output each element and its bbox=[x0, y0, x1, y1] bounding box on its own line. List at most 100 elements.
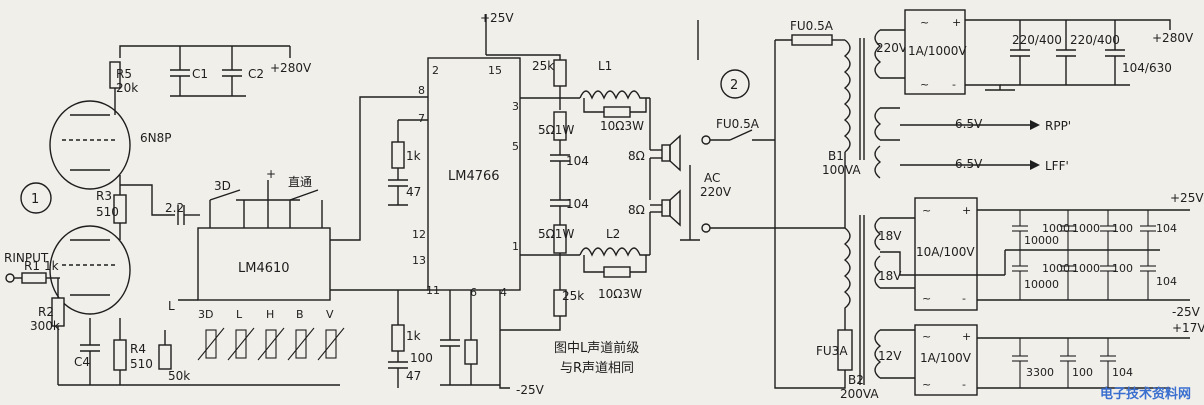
c104-top: 104 bbox=[566, 154, 589, 168]
bridge1-tilde-bot: ~ bbox=[920, 78, 929, 91]
cap-104-630: 104/630 bbox=[1122, 61, 1172, 75]
c1-label: C1 bbox=[192, 67, 208, 81]
r10q3w-bottom: 10Ω3W bbox=[598, 287, 642, 301]
bridge1-plus: + bbox=[952, 16, 961, 29]
bridge3-minus: - bbox=[962, 378, 966, 391]
lm4766-label: LM4766 bbox=[448, 169, 500, 184]
r25k-bottom: 25k bbox=[562, 289, 584, 303]
r1k-top: 1k bbox=[406, 149, 421, 163]
c1000-c: 1000 bbox=[1042, 262, 1070, 275]
fuse-3a-label: FU3A bbox=[816, 344, 848, 358]
r5-label: R5 bbox=[116, 67, 132, 81]
c2-label: C2 bbox=[248, 67, 264, 81]
knob-3d: 3D bbox=[198, 308, 213, 321]
r2-label: R2 bbox=[38, 305, 54, 319]
b1-va: 100VA bbox=[822, 163, 861, 177]
pin-6: 6 bbox=[470, 286, 477, 299]
l2-label: L2 bbox=[606, 227, 620, 241]
b2-label: B2 bbox=[848, 373, 864, 387]
r25k-top: 25k bbox=[532, 59, 554, 73]
bridge2-plus: + bbox=[962, 204, 971, 217]
c100-a: 100 bbox=[1112, 222, 1133, 235]
r5q1w-top: 5Ω1W bbox=[538, 123, 574, 137]
bridge1-minus: - bbox=[952, 78, 956, 91]
bridge3-tilde-top: ~ bbox=[922, 330, 931, 343]
c4-label: C4 bbox=[74, 355, 90, 369]
pin-2: 2 bbox=[432, 64, 439, 77]
knob-h: H bbox=[266, 308, 274, 321]
pin-3: 3 bbox=[512, 100, 519, 113]
c47-bottom: 47 bbox=[406, 369, 421, 383]
r4-label: R4 bbox=[130, 342, 146, 356]
c104-bottom: 104 bbox=[566, 197, 589, 211]
b2-12v: 12V bbox=[878, 349, 902, 363]
spk-ohm-top: 8Ω bbox=[628, 149, 645, 163]
knob-v: V bbox=[326, 308, 334, 321]
c47-top: 47 bbox=[406, 185, 421, 199]
ac-voltage: 220V bbox=[700, 185, 732, 199]
r3-label: R3 bbox=[96, 189, 112, 203]
watermark-text: 电子技术资料网 bbox=[1100, 386, 1191, 402]
heater-65-b: 6.5V bbox=[955, 157, 983, 171]
lm4610-label: LM4610 bbox=[238, 261, 290, 276]
pin-1: 1 bbox=[512, 240, 519, 253]
zhitong-label: 直通 bbox=[288, 175, 312, 189]
heater-rpp: RPP' bbox=[1045, 119, 1071, 133]
bridge2-rating: 10A/100V bbox=[916, 245, 975, 259]
r2-value: 300k bbox=[30, 319, 60, 333]
pin-7: 7 bbox=[418, 112, 425, 125]
speaker-top-icon bbox=[661, 144, 671, 162]
lm4610-l-label: L bbox=[168, 299, 175, 313]
c10000-a: 10000 bbox=[1024, 234, 1059, 247]
pin-15: 15 bbox=[488, 64, 502, 77]
r5q1w-bottom: 5Ω1W bbox=[538, 227, 574, 241]
rail-label-m25-bottom: -25V bbox=[516, 383, 545, 397]
c1000-a: 1000 bbox=[1042, 222, 1070, 235]
c104-psu-a: 104 bbox=[1156, 222, 1177, 235]
r1-value: 1k bbox=[44, 259, 59, 273]
fuse-05-left-label: FU0.5A bbox=[716, 117, 760, 131]
r50k-value: 50k bbox=[168, 369, 190, 383]
l1-label: L1 bbox=[598, 59, 612, 73]
bridge1-rating: 1A/1000V bbox=[908, 44, 967, 58]
section-1-number: 1 bbox=[31, 192, 39, 207]
note-line-1: 图中L声道前级 bbox=[554, 340, 639, 356]
spk-ohm-bottom: 8Ω bbox=[628, 203, 645, 217]
note-line-2: 与R声道相同 bbox=[560, 361, 634, 376]
psu-280v: +280V bbox=[1152, 31, 1194, 45]
rail-label-280: +280V bbox=[270, 61, 312, 75]
bridge2-tilde-bot: ~ bbox=[922, 292, 931, 305]
psu-m25: -25V bbox=[1172, 305, 1201, 319]
input-label: RINPUT bbox=[4, 251, 49, 265]
c1000-b: 1000 bbox=[1072, 222, 1100, 235]
knob-b: B bbox=[296, 308, 304, 321]
c100-c: 100 bbox=[1072, 366, 1093, 379]
pin-4: 4 bbox=[500, 286, 507, 299]
r5-value: 20k bbox=[116, 81, 138, 95]
r3-value: 510 bbox=[96, 205, 119, 219]
bridge2-minus: - bbox=[962, 292, 966, 305]
b2-18v-b: 18V bbox=[878, 269, 902, 283]
pin-13: 13 bbox=[412, 254, 426, 267]
c1000-d: 1000 bbox=[1072, 262, 1100, 275]
ac-label: AC bbox=[704, 171, 720, 185]
plus-label: + bbox=[266, 167, 276, 181]
r10q3w-top: 10Ω3W bbox=[600, 119, 644, 133]
c104-psu-b: 104 bbox=[1156, 275, 1177, 288]
rail-label-p25-top: +25V bbox=[480, 11, 514, 25]
psu-p25: +25V bbox=[1170, 191, 1204, 205]
c104-psu-d: 104 bbox=[1112, 366, 1133, 379]
bridge2-tilde-top: ~ bbox=[922, 204, 931, 217]
b1-label: B1 bbox=[828, 149, 844, 163]
c10000-b: 10000 bbox=[1024, 278, 1059, 291]
heater-lff: LFF' bbox=[1045, 159, 1069, 173]
r1-label: R1 bbox=[24, 259, 40, 273]
bridge3-plus: + bbox=[962, 330, 971, 343]
section-2-number: 2 bbox=[730, 78, 738, 93]
b1-220v: 220V bbox=[876, 41, 908, 55]
r4-value: 510 bbox=[130, 357, 153, 371]
bridge3-tilde-bot: ~ bbox=[922, 378, 931, 391]
pin-5: 5 bbox=[512, 140, 519, 153]
